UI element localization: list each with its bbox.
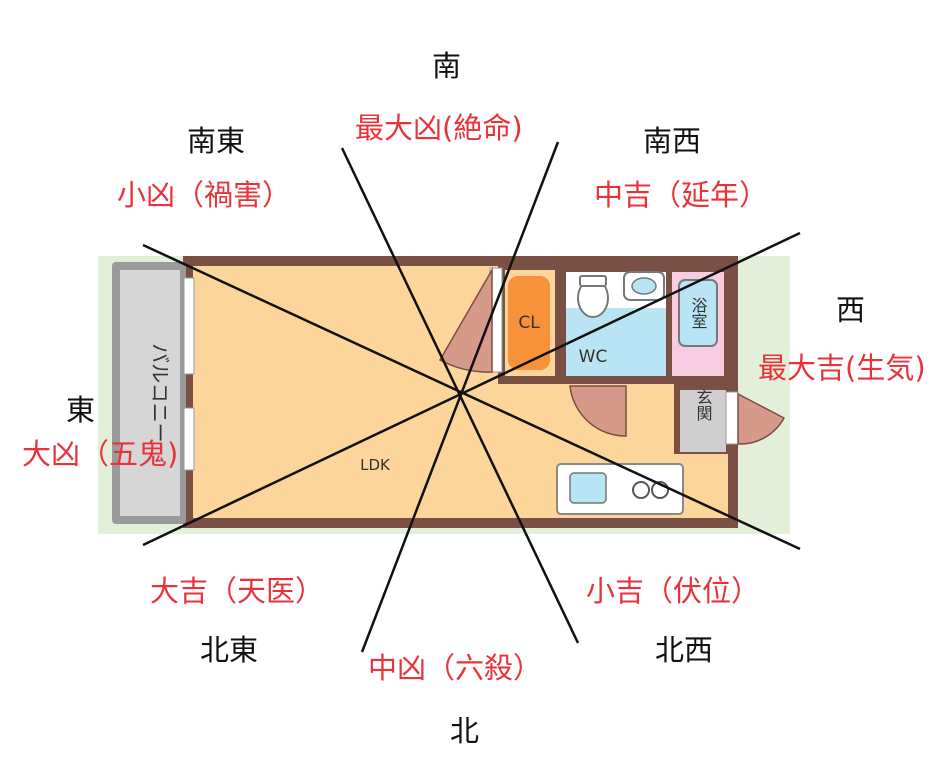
fortune-west: 最大吉(生気) (758, 351, 926, 385)
cl-highlight (508, 276, 550, 370)
bathtub (678, 279, 718, 347)
room-label-cl: CL (518, 313, 540, 333)
fortune-southeast: 小凶（禍害） (117, 178, 292, 212)
room-label-ldk: LDK (360, 456, 391, 474)
direction-south: 南 (432, 49, 462, 83)
direction-north: 北 (450, 714, 480, 748)
room-label-wc: WC (579, 347, 608, 367)
toilet-tank-icon (579, 275, 607, 287)
kitchen-sink-icon (569, 472, 607, 504)
direction-west: 西 (836, 293, 866, 327)
balcony-floor (120, 270, 180, 516)
wc-door-icon (569, 385, 627, 437)
room-label-entrance: 玄関 (694, 389, 713, 422)
room-label-balcony: バルコニー (148, 343, 172, 443)
entrance-floor (680, 390, 726, 452)
washbasin-bowl-icon (631, 277, 657, 295)
balcony-window-bottom (183, 407, 195, 471)
entrance-door-icon (737, 392, 786, 445)
stove-burner-left-icon (632, 481, 650, 499)
room-label-bath: 浴室 (689, 297, 708, 329)
direction-northwest: 北西 (655, 633, 714, 667)
direction-northeast: 北東 (200, 633, 259, 667)
balcony-window-top (183, 277, 195, 375)
entrance-door-frame (725, 391, 739, 445)
direction-southwest: 南西 (643, 124, 702, 158)
fortune-south: 最大凶(絶命) (355, 111, 523, 145)
direction-southeast: 南東 (187, 124, 246, 158)
fortune-southwest: 中吉（延年） (594, 178, 769, 212)
compass-line-4 (142, 231, 801, 547)
fortune-northwest: 小吉（伏位） (586, 574, 761, 608)
fortune-east: 大凶（五鬼) (22, 437, 179, 471)
fortune-north: 中凶（六殺） (368, 651, 543, 685)
compass-line-3 (142, 243, 801, 551)
direction-east: 東 (66, 393, 96, 427)
fortune-northeast: 大吉（天医） (150, 574, 325, 608)
compass-line-2 (360, 141, 560, 653)
